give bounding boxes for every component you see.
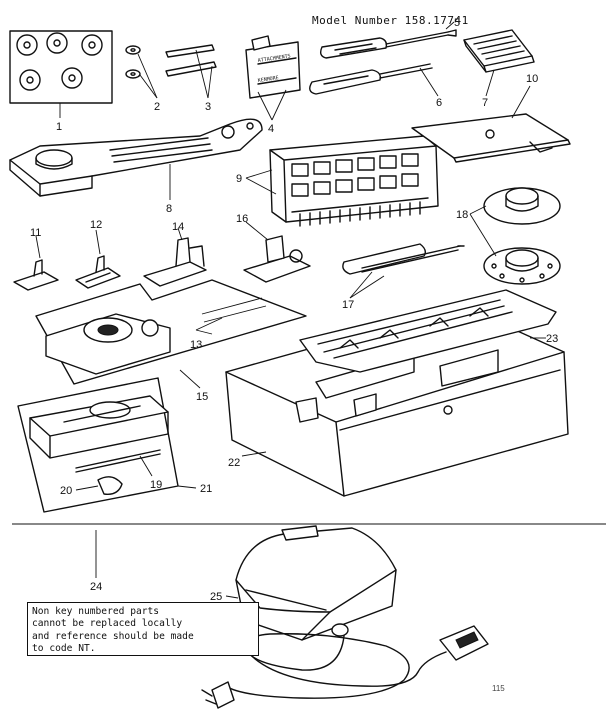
part-16-attachment-foot [243,221,311,283]
part-10-needle-plate-cover [411,85,571,163]
callout-18: 18 [456,209,468,221]
part-5-screwdriver-large [319,21,457,59]
part-2-washers [125,45,158,99]
callout-13: 13 [190,339,202,351]
part-7-needle-packet [463,29,535,97]
callout-numbers: 1 2 3 4 5 6 7 8 9 10 11 12 13 14 15 16 1… [30,17,558,603]
callout-15: 15 [196,391,208,403]
part-21-attachment-case-inset [17,377,197,513]
callout-5: 5 [454,17,460,29]
callout-2: 2 [154,101,160,113]
callout-10: 10 [526,73,538,85]
part-15-buttonhole-inset [35,279,307,389]
callout-17: 17 [342,299,354,311]
callout-19: 19 [150,479,162,491]
callout-22: 22 [228,457,240,469]
callout-20: 20 [60,485,72,497]
callout-4: 4 [268,123,274,135]
callout-23: 23 [546,333,558,345]
callout-21: 21 [200,483,212,495]
callout-6: 6 [436,97,442,109]
callout-24: 24 [90,581,102,593]
callout-1: 1 [56,121,62,133]
callout-16: 16 [236,213,248,225]
part-8-attachment-tray [9,118,263,200]
callout-3: 3 [205,101,211,113]
callout-7: 7 [482,97,488,109]
replacement-note: Non key numbered parts cannot be replace… [27,602,259,656]
part-printed-labels: ATTACHMENTS KENMORE [257,53,291,84]
corner-mark: 115 [492,684,505,693]
callout-11: 11 [30,227,41,239]
card-label-attachments: ATTACHMENTS [257,53,291,64]
part-3-spool-pins [165,44,217,99]
part-9-cam-cartridge [245,135,439,227]
part-6-screwdriver-small [309,63,439,97]
callout-8: 8 [166,203,172,215]
model-number-heading: Model Number 158.17741 [312,14,469,27]
part-4-cam-cards [245,35,301,121]
callout-9: 9 [236,173,242,185]
part-17-oil-tube-ripper [342,243,465,299]
part-1-bobbins [9,30,113,118]
callout-14: 14 [172,221,184,233]
part-14-zipper-foot [143,227,207,287]
part-12-presser-foot [75,229,121,289]
part-23-case-lid [299,289,557,373]
part-25-foot-control [201,525,489,709]
part-11-presser-foot [13,235,59,291]
callout-12: 12 [90,219,102,231]
callout-25: 25 [210,591,222,603]
card-label-kenmore: KENMORE [257,75,279,84]
part-18-spool-discs [469,187,561,285]
